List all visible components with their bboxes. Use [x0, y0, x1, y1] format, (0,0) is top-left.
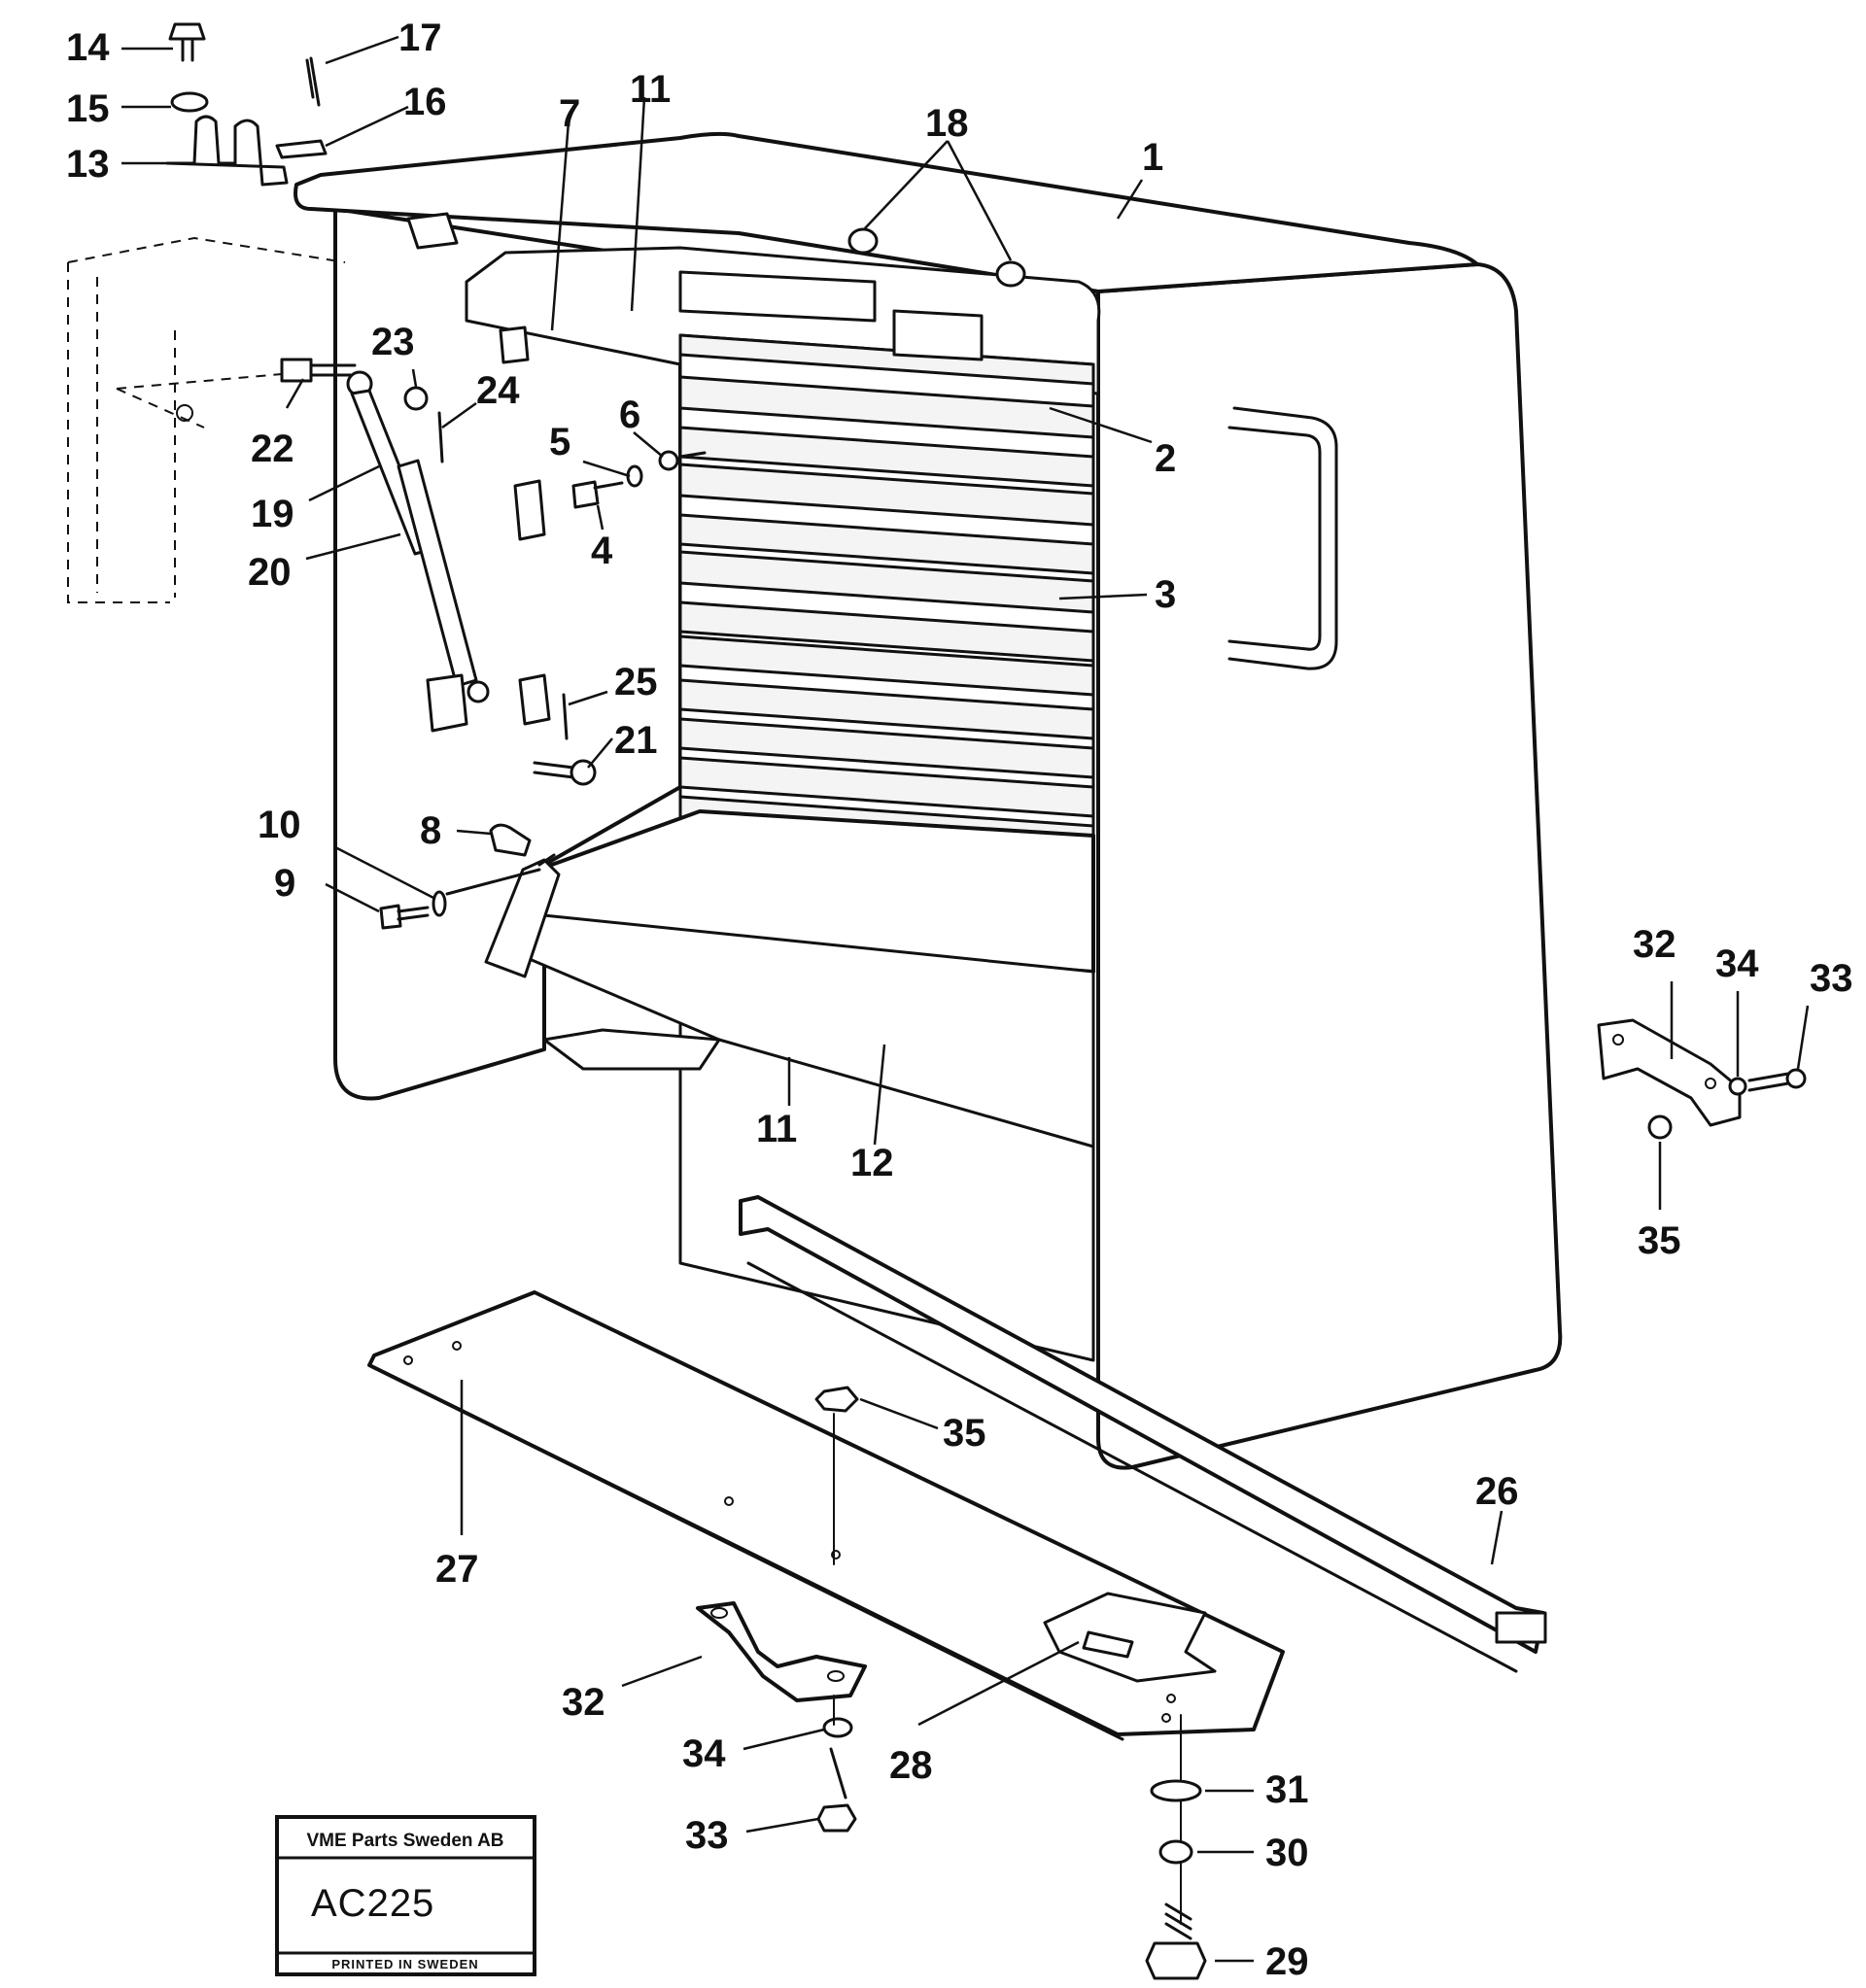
stamp-code: AC225 [311, 1882, 434, 1925]
callout-7: 7 [559, 92, 580, 135]
callout-labels: 1 2 3 4 5 6 7 8 9 10 11 11 12 13 14 15 1… [66, 17, 1853, 1983]
frame-outline [67, 236, 346, 603]
side-bracket [1597, 1018, 1807, 1140]
callout-1: 1 [1142, 136, 1163, 179]
skid-bracket [1043, 1592, 1217, 1683]
callout-28: 28 [889, 1744, 933, 1787]
callout-12: 12 [850, 1142, 894, 1184]
callout-11-top: 11 [630, 68, 671, 111]
callout-22: 22 [251, 428, 294, 470]
leader-lines [121, 35, 1810, 1963]
lower-bracket [696, 1601, 867, 1702]
callout-27: 27 [435, 1548, 479, 1591]
support-rod [379, 823, 561, 978]
callout-33-right: 33 [1810, 957, 1853, 1000]
callout-10: 10 [258, 804, 301, 846]
callout-35-center: 35 [943, 1412, 986, 1455]
callout-24: 24 [476, 369, 520, 412]
hinge-parts [165, 22, 707, 786]
callout-19: 19 [251, 493, 294, 535]
callout-29: 29 [1265, 1940, 1309, 1983]
callout-25: 25 [614, 661, 658, 703]
callout-32-bottom: 32 [562, 1681, 605, 1724]
callout-4: 4 [591, 530, 613, 572]
callout-3: 3 [1155, 573, 1176, 616]
top-fasteners [847, 227, 1026, 288]
stamp-printed: PRINTED IN SWEDEN [331, 1957, 478, 1971]
callout-11-bottom: 11 [756, 1108, 797, 1150]
callout-35-right: 35 [1638, 1219, 1681, 1262]
callout-30: 30 [1265, 1832, 1309, 1874]
callout-6: 6 [619, 394, 640, 436]
callout-20: 20 [248, 551, 292, 594]
hood-assembly [294, 131, 1563, 1470]
stamp-company: VME Parts Sweden AB [306, 1831, 503, 1851]
callout-34-bottom: 34 [682, 1732, 726, 1775]
callout-23: 23 [371, 321, 415, 363]
callout-26: 26 [1475, 1470, 1519, 1513]
callout-32-right: 32 [1633, 923, 1676, 966]
callout-15: 15 [66, 87, 110, 130]
callout-5: 5 [549, 421, 570, 463]
gas-spring [346, 370, 490, 733]
callout-13: 13 [66, 143, 110, 186]
callout-14: 14 [66, 26, 110, 69]
callout-9: 9 [274, 862, 295, 905]
callout-8: 8 [420, 809, 441, 852]
callout-21: 21 [614, 719, 658, 762]
callout-34-right: 34 [1715, 943, 1759, 985]
lower-fasteners [814, 1386, 1207, 1980]
callout-17: 17 [398, 17, 442, 59]
title-stamp: VME Parts Sweden AB AC225 PRINTED IN SWE… [275, 1815, 536, 1976]
bottom-rail [739, 1195, 1547, 1673]
callout-18: 18 [925, 102, 969, 145]
callout-33-bottom: 33 [685, 1814, 729, 1857]
callout-31: 31 [1265, 1768, 1309, 1811]
callout-2: 2 [1155, 437, 1176, 480]
callout-16: 16 [403, 81, 447, 123]
